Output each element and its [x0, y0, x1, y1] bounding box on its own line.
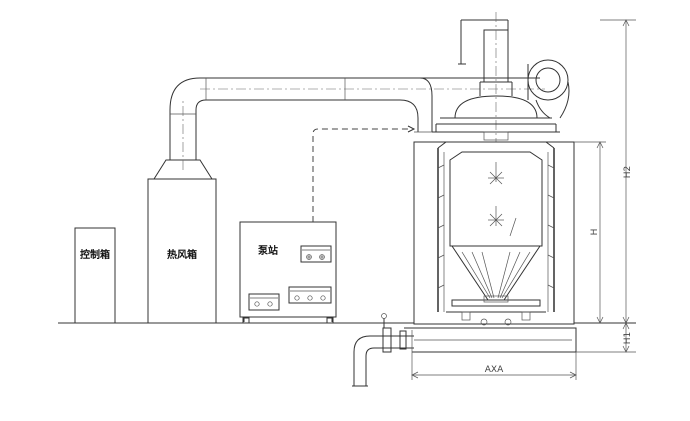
dim-h-label: H	[590, 229, 600, 236]
pump-station-assembly	[239, 125, 416, 324]
hot-air-box	[147, 178, 217, 324]
spray-nozzle-icon	[488, 162, 517, 237]
foundation-pit	[404, 327, 577, 353]
inlet-flange	[399, 330, 407, 350]
dim-h1-label: H1	[623, 332, 633, 345]
machine-dome	[454, 95, 538, 119]
pump-switch-panel-left	[248, 293, 280, 311]
fan-icon	[535, 67, 561, 93]
control-box	[74, 227, 116, 324]
dim-h2-label: H2	[623, 166, 633, 179]
hot-air-box-label: 热风箱	[167, 248, 197, 261]
inlet-piping	[352, 313, 414, 387]
inlet-valve	[382, 327, 392, 353]
hydraulic-line	[312, 128, 412, 222]
control-box-label: 控制箱	[80, 248, 110, 261]
dim-axa-label: AXA	[485, 365, 504, 375]
main-machine	[404, 12, 577, 353]
fan-housing	[527, 59, 569, 101]
pump-station	[239, 221, 337, 318]
dimension-lines	[411, 19, 636, 380]
pump-switch-panel-right	[288, 286, 332, 304]
pump-station-label: 泵站	[258, 244, 278, 257]
machine-housing	[413, 141, 575, 325]
pump-gauge-panel	[300, 245, 332, 263]
hot-air-box-assembly	[147, 77, 545, 324]
